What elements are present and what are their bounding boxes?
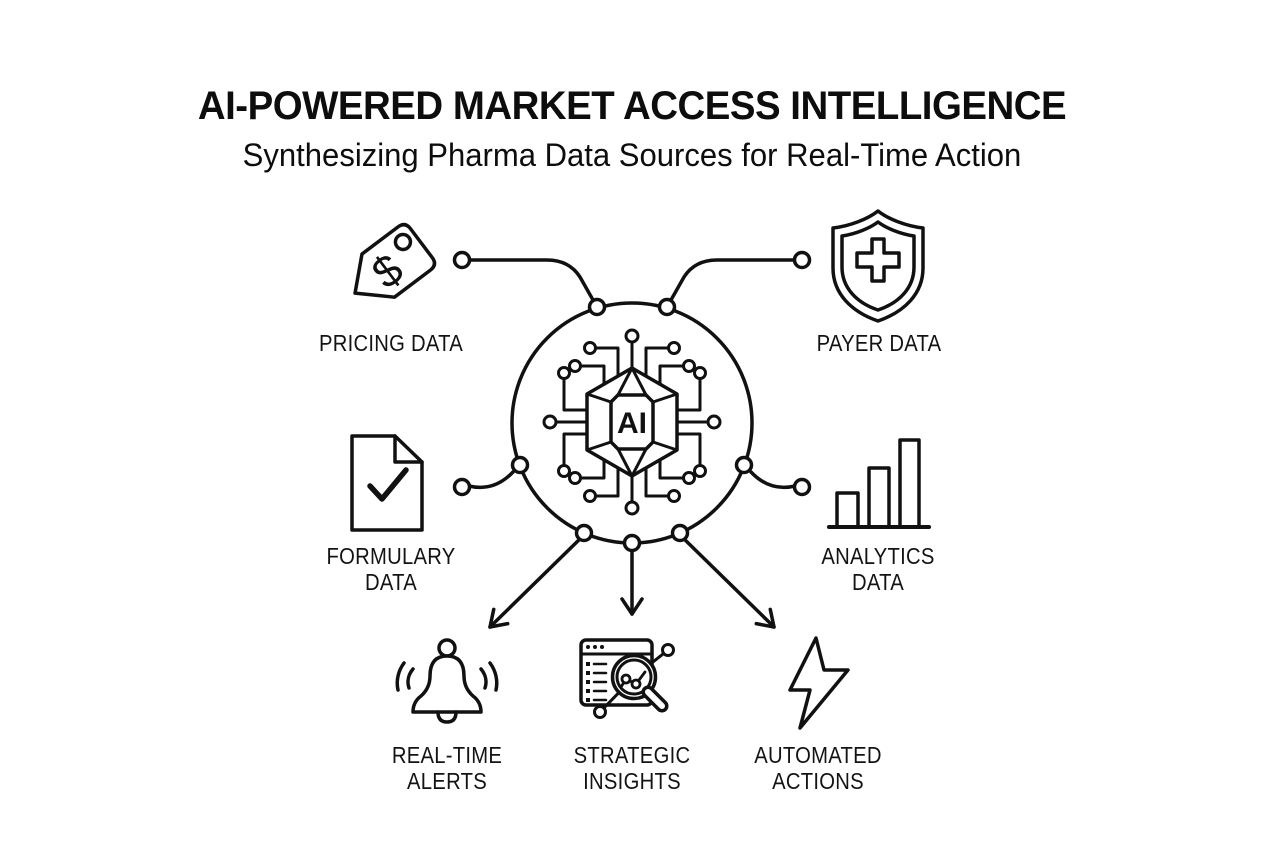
lightning-bolt-icon xyxy=(788,636,850,730)
page-subtitle: Synthesizing Pharma Data Sources for Rea… xyxy=(242,136,1022,173)
formulary-data-label: FORMULARY DATA xyxy=(326,543,456,595)
list-rows xyxy=(586,662,608,702)
sound-waves-left xyxy=(395,661,415,692)
medical-cross xyxy=(855,237,901,283)
arrow-to-actions xyxy=(677,532,776,629)
payer-connector-line xyxy=(669,258,797,302)
ai-chip-icon: AI xyxy=(542,328,722,516)
arrow-to-alerts xyxy=(488,532,587,629)
sound-waves-right xyxy=(479,661,499,692)
pricing-data-label: PRICING DATA xyxy=(318,330,464,356)
payer-data-label: PAYER DATA xyxy=(816,330,942,356)
page-title: AI-POWERED MARKET ACCESS INTELLIGENCE xyxy=(197,83,1067,128)
analytics-data-label: ANALYTICS DATA xyxy=(821,543,935,595)
bar-chart-icon xyxy=(827,438,931,529)
analytics-connector-line xyxy=(749,470,797,490)
checkmark xyxy=(367,467,409,502)
automated-actions-label: AUTOMATED ACTIONS xyxy=(754,742,882,794)
pricing-connector-line xyxy=(467,258,595,302)
bell-icon xyxy=(395,638,499,724)
strategic-insights-label: STRATEGIC INSIGHTS xyxy=(573,742,691,794)
magnifier-chart-icon xyxy=(579,638,675,719)
real-time-alerts-label: REAL-TIME ALERTS xyxy=(391,742,503,794)
document-checkmark-icon xyxy=(350,434,424,532)
price-tag-icon: $ xyxy=(353,222,437,299)
connector-nodes xyxy=(452,250,812,553)
medical-shield-icon xyxy=(831,209,925,323)
hub-label: AI xyxy=(617,407,647,440)
formulary-connector-line xyxy=(467,470,515,490)
